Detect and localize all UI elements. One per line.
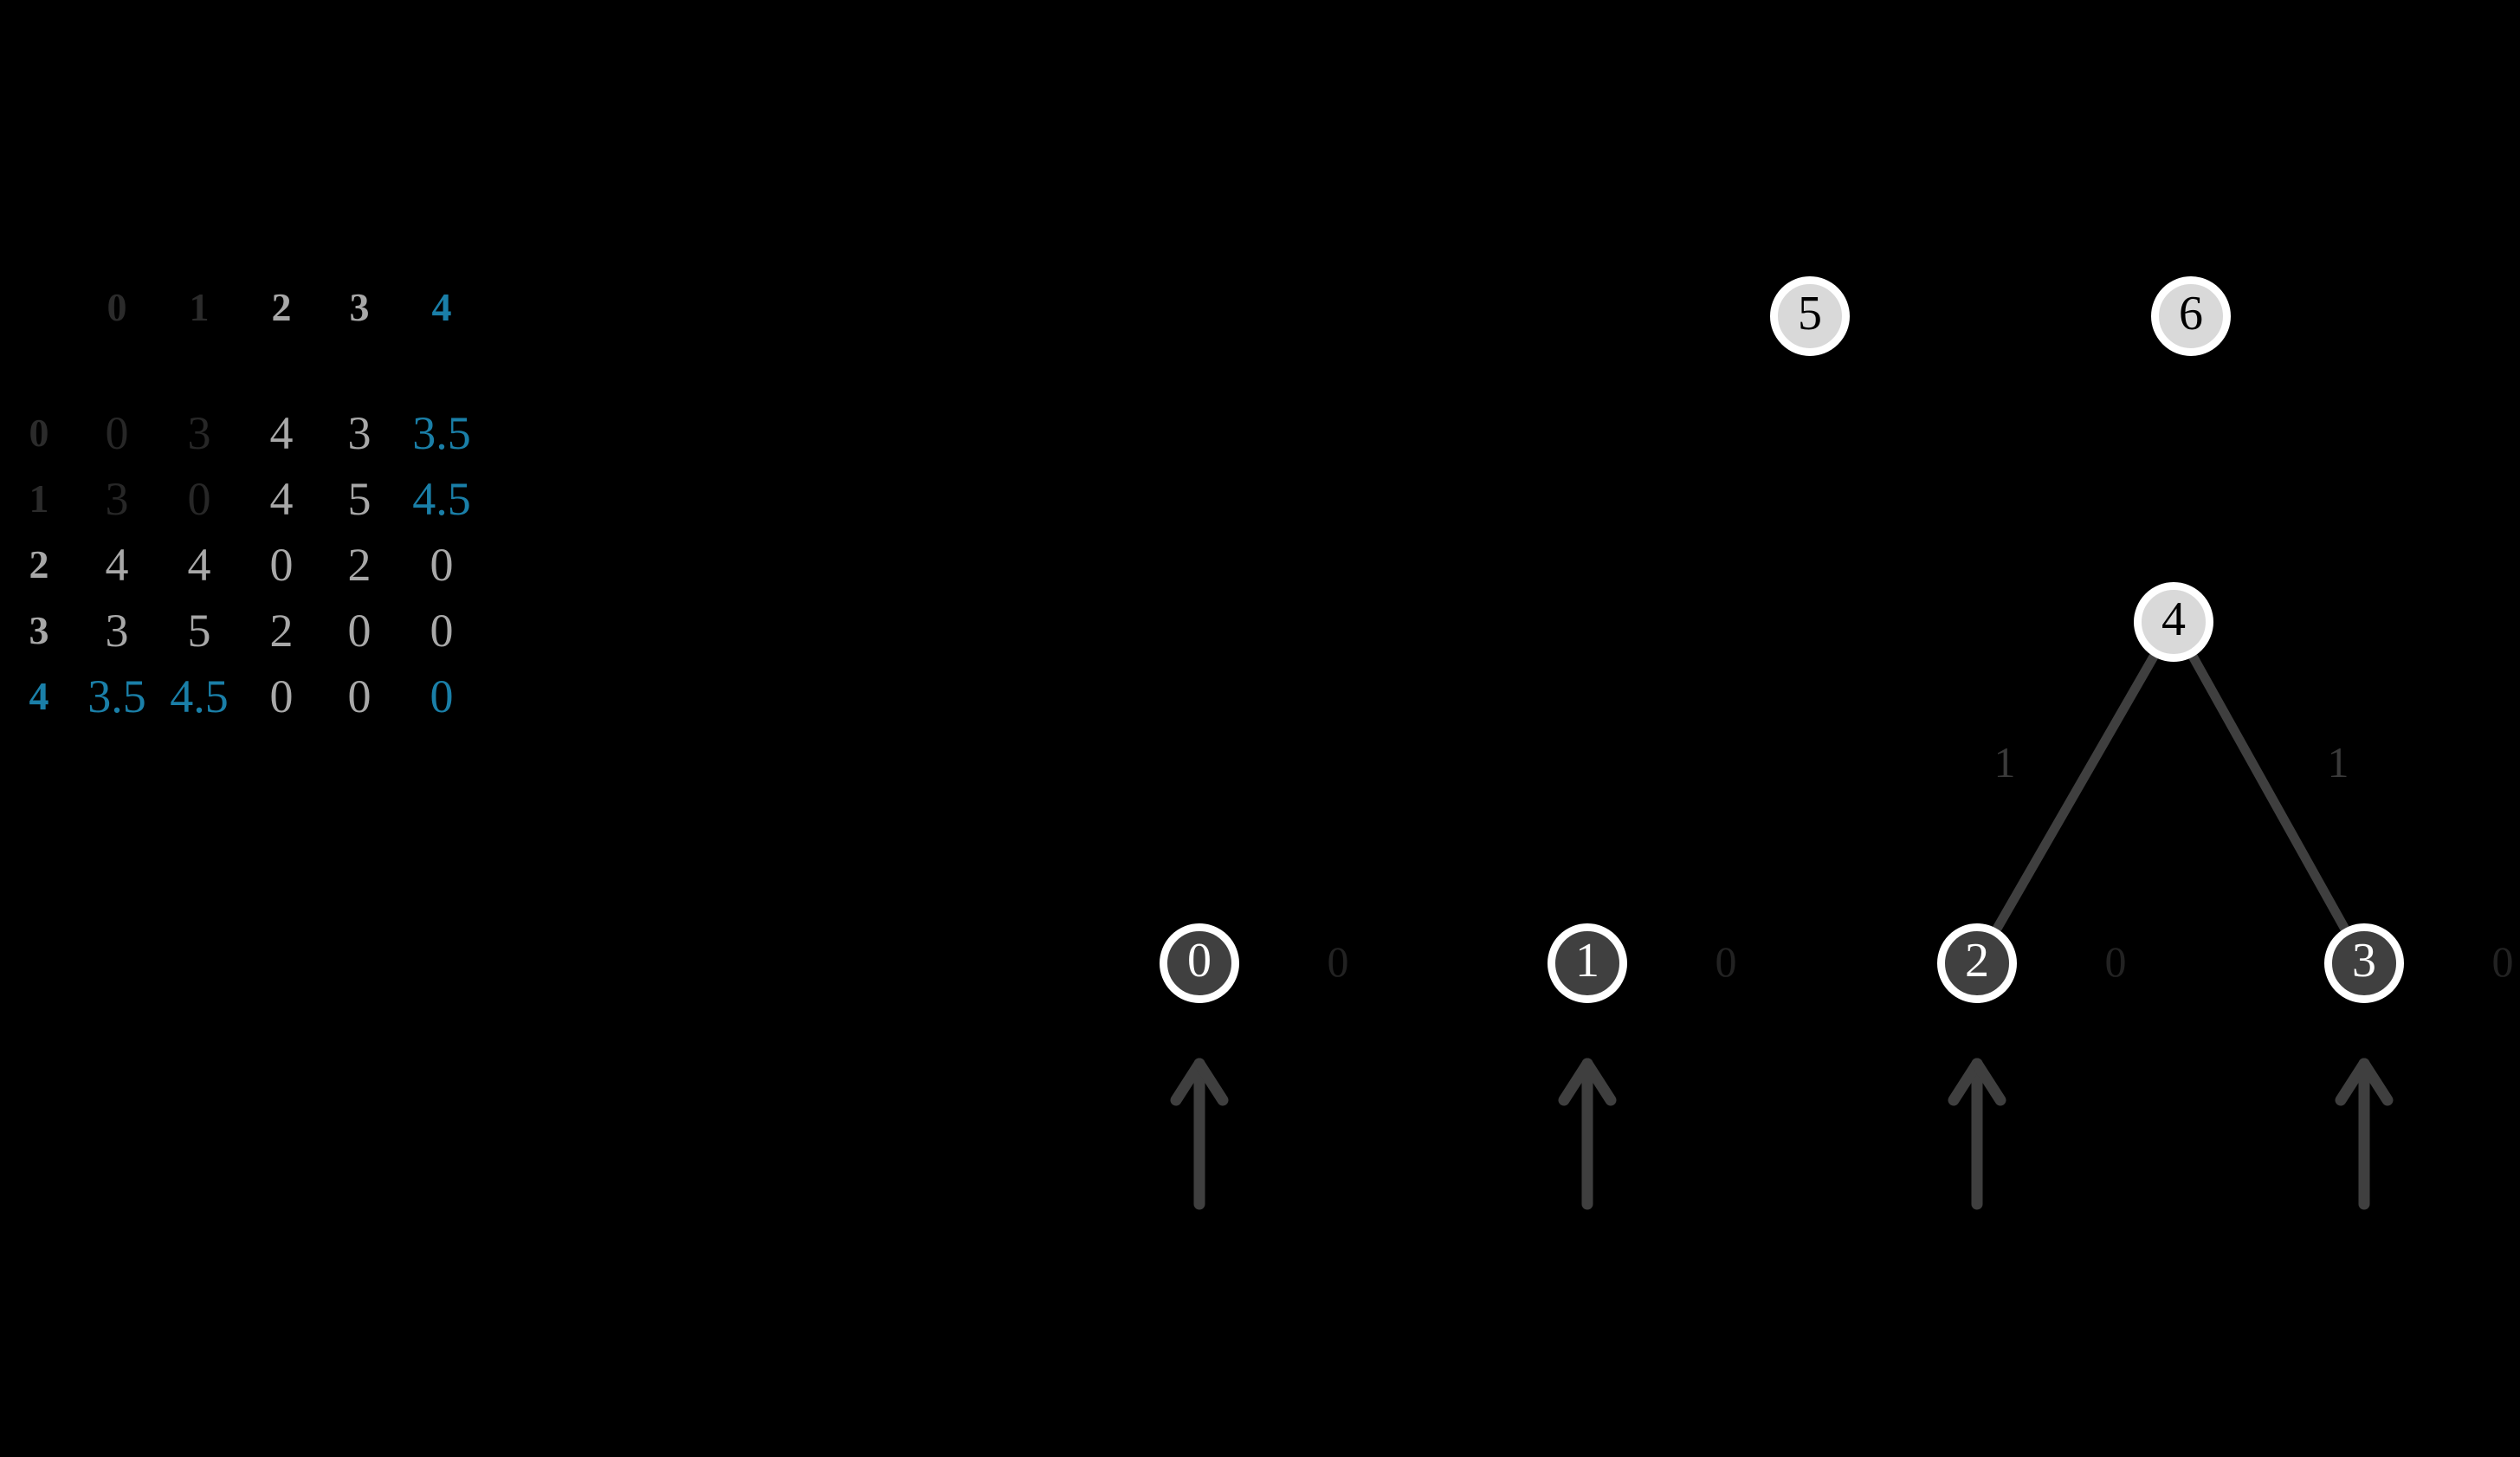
matrix-cell: 5 bbox=[187, 605, 211, 657]
graph-node-3[interactable]: 3 bbox=[2324, 923, 2404, 1003]
distance-matrix: 0 1 2 3 4 0 1 2 3 4 0 3 4 3 3.5 3 0 4 5 4.5 4 4 0 2 0 3 5 2 0 0 3.5 4.5… bbox=[0, 0, 606, 780]
pointer-arrow-icon bbox=[1558, 1058, 1617, 1210]
matrix-cell: 0 bbox=[269, 539, 294, 591]
matrix-row-header: 4 bbox=[29, 674, 49, 718]
matrix-cell: 0 bbox=[269, 670, 294, 722]
matrix-col-header: 2 bbox=[271, 285, 292, 329]
matrix-cell: 0 bbox=[430, 539, 454, 591]
matrix-cell: 3.5 bbox=[412, 407, 471, 459]
matrix-row-header: 3 bbox=[29, 608, 49, 652]
pointer-arrow-icon bbox=[1170, 1058, 1229, 1210]
matrix-cell: 4 bbox=[105, 539, 129, 591]
matrix-cell: 0 bbox=[105, 407, 129, 459]
graph-node-1[interactable]: 1 bbox=[1548, 923, 1627, 1003]
pointer-arrow-icon bbox=[2335, 1058, 2394, 1210]
matrix-cell: 3 bbox=[105, 473, 129, 525]
matrix-cell: 4 bbox=[187, 539, 211, 591]
matrix-cell: 4 bbox=[269, 473, 294, 525]
graph-node-label: 0 bbox=[1187, 934, 1212, 988]
pointer-arrow-icon bbox=[1948, 1058, 2006, 1210]
matrix-col-header: 3 bbox=[349, 285, 370, 329]
graph-node-2[interactable]: 2 bbox=[1937, 923, 2017, 1003]
graph-node-6[interactable]: 6 bbox=[2151, 276, 2231, 356]
graph-node-label: 1 bbox=[1575, 934, 1599, 988]
node-value-label: 0 bbox=[2491, 937, 2514, 986]
graph-node-label: 5 bbox=[1798, 287, 1822, 340]
matrix-cell: 3.5 bbox=[87, 670, 146, 722]
matrix-cell: 3 bbox=[105, 605, 129, 657]
graph-edge bbox=[1992, 651, 2159, 934]
node-value-label: 0 bbox=[2104, 937, 2127, 986]
node-value-label: 0 bbox=[1715, 937, 1737, 986]
graph-node-label: 6 bbox=[2179, 287, 2203, 340]
graph-node-0[interactable]: 0 bbox=[1160, 923, 1239, 1003]
matrix-cell: 2 bbox=[347, 539, 372, 591]
matrix-row-header: 2 bbox=[29, 542, 49, 586]
graph-node-5[interactable]: 5 bbox=[1770, 276, 1850, 356]
matrix-cell: 4.5 bbox=[170, 670, 229, 722]
matrix-col-header: 1 bbox=[189, 285, 210, 329]
matrix-cell: 0 bbox=[187, 473, 211, 525]
graph-node-4[interactable]: 4 bbox=[2134, 582, 2213, 662]
graph-edge bbox=[2187, 651, 2350, 934]
edge-weight-label: 1 bbox=[1993, 738, 2016, 787]
matrix-cell: 0 bbox=[347, 605, 372, 657]
matrix-cell: 0 bbox=[430, 605, 454, 657]
matrix-cell: 3 bbox=[347, 407, 372, 459]
edge-weight-label: 1 bbox=[2327, 738, 2349, 787]
matrix-col-header: 0 bbox=[107, 285, 127, 329]
matrix-col-header: 4 bbox=[431, 285, 452, 329]
matrix-cell: 0 bbox=[430, 670, 454, 722]
graph-node-label: 3 bbox=[2352, 934, 2376, 988]
node-value-label: 0 bbox=[1327, 937, 1349, 986]
graph-node-label: 4 bbox=[2161, 593, 2186, 646]
matrix-cell: 4.5 bbox=[412, 473, 471, 525]
matrix-cell: 5 bbox=[347, 473, 372, 525]
matrix-cell: 3 bbox=[187, 407, 211, 459]
matrix-row-header: 0 bbox=[29, 411, 49, 455]
matrix-cell: 4 bbox=[269, 407, 294, 459]
matrix-cell: 2 bbox=[269, 605, 294, 657]
graph-node-label: 2 bbox=[1965, 934, 1989, 988]
matrix-cell: 0 bbox=[347, 670, 372, 722]
matrix-row-header: 1 bbox=[29, 476, 49, 521]
